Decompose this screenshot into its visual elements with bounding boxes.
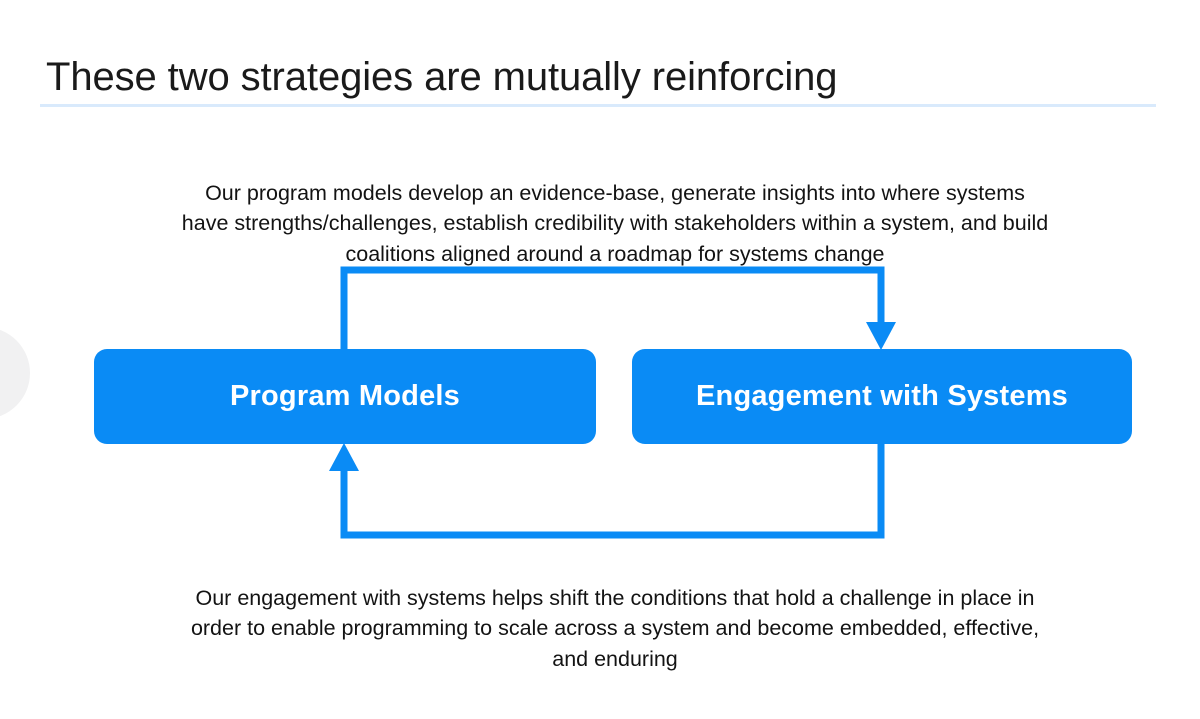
flow-box-label-engagement-systems: Engagement with Systems: [695, 380, 1069, 412]
decorative-circle: [0, 327, 30, 419]
flow-box-program-models[interactable]: Program Models: [94, 349, 596, 444]
arrowhead-down-icon: [866, 322, 896, 350]
top-description-text: Our program models develop an evidence-b…: [181, 180, 1049, 266]
flow-box-engagement-systems[interactable]: Engagement with Systems: [632, 349, 1132, 444]
connector-engagement-systems-to-program-models: [329, 443, 885, 539]
page-title: These two strategies are mutually reinfo…: [46, 54, 838, 99]
arrowhead-up-icon: [329, 443, 359, 471]
bottom-description-text: Our engagement with systems helps shift …: [190, 585, 1040, 671]
flow-box-label-program-models: Program Models: [229, 380, 460, 412]
title-divider: [40, 104, 1156, 107]
connector-program-models-to-engagement-systems: [340, 266, 896, 350]
